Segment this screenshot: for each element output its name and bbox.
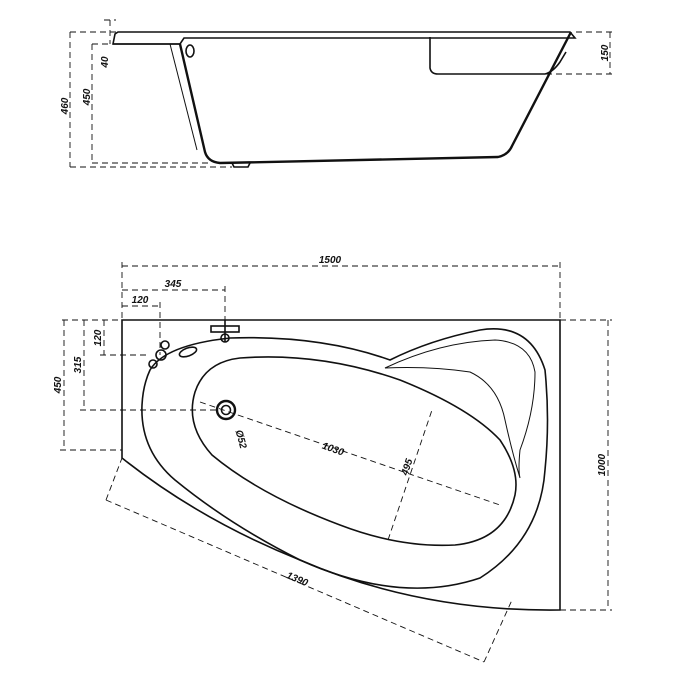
dim-label-drain: Ø52 [233, 429, 249, 451]
dim-ext-1390-left [105, 457, 123, 501]
dim-label-460: 460 [60, 97, 71, 115]
plan-view: 1500 345 120 120 315 450 1000 1390 1030 … [53, 255, 612, 663]
tap-spout [155, 349, 167, 361]
side-drain-foot [231, 162, 251, 168]
dim-label-450: 450 [53, 376, 64, 394]
side-rim [112, 31, 577, 45]
side-elevation-view: 460 450 40 150 [60, 19, 612, 168]
dim-line-1030 [199, 401, 501, 506]
overflow-hole [178, 346, 198, 358]
side-headrest [429, 37, 567, 75]
dim-label-1000: 1000 [597, 453, 608, 476]
drain-outer [215, 399, 237, 421]
dim-label-345: 345 [165, 279, 182, 290]
plan-inner-rim [141, 328, 549, 589]
dim-label-495: 495 [400, 457, 416, 478]
side-overflow-hole [185, 44, 195, 58]
dim-label-40: 40 [100, 56, 111, 69]
tap-knob-top [160, 340, 170, 350]
dim-label-450: 450 [82, 88, 93, 106]
dim-label-315: 315 [73, 356, 84, 373]
dim-label-150: 150 [600, 44, 611, 61]
drain-inner [220, 404, 232, 416]
plan-headrest [384, 339, 536, 479]
dim-label-1390: 1390 [285, 570, 310, 589]
side-tub-body [178, 31, 573, 165]
dim-label-120-v: 120 [93, 329, 104, 346]
dim-label-1500: 1500 [319, 255, 342, 266]
dim-ext-1390-right [483, 599, 513, 663]
dim-line-1390 [105, 499, 485, 663]
plan-basin [191, 356, 517, 547]
dim-label-120-h: 120 [132, 295, 149, 306]
dim-line-495 [387, 409, 433, 541]
side-inner-wall [169, 43, 198, 151]
dim-label-1030: 1030 [321, 441, 346, 459]
tap-knob-bottom [148, 359, 158, 369]
